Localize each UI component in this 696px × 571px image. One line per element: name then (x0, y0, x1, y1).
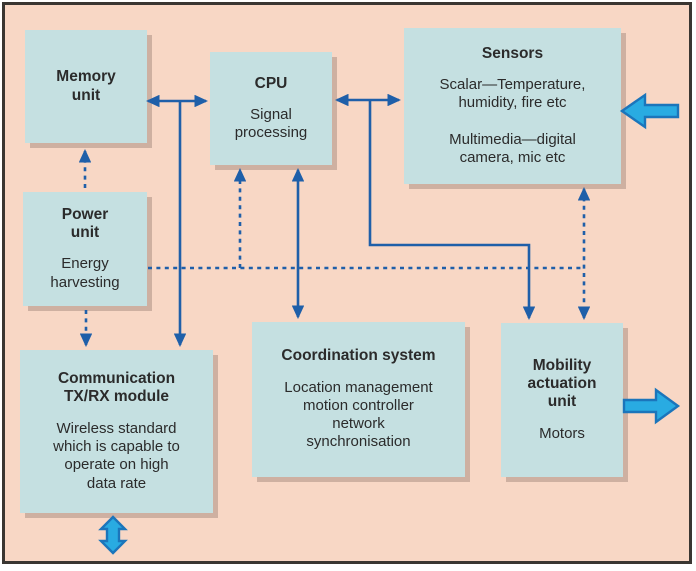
cpu-description: Signal processing (234, 105, 308, 142)
coordination-system-description: Location management motion controller ne… (284, 378, 433, 451)
cpu-title: CPU (254, 74, 288, 92)
memory-unit-box: Memory unit (25, 30, 147, 143)
coordination-system-box: Coordination system Location management … (252, 322, 465, 477)
sensors-description: Scalar—Temperature, humidity, fire etc M… (439, 75, 586, 167)
communication-module-description: Wireless standard which is capable to op… (53, 419, 180, 492)
power-unit-description: Energy harvesting (50, 255, 120, 291)
power-unit-box: Power unit Energy harvesting (23, 192, 147, 306)
mobility-actuation-unit-box: Mobility actuation unit Motors (501, 323, 623, 477)
memory-unit-title: Memory unit (56, 68, 116, 104)
mobility-actuation-unit-description: Motors (539, 424, 585, 442)
sensors-box: Sensors Scalar—Temperature, humidity, fi… (404, 28, 621, 184)
communication-module-title: Communication TX/RX module (57, 370, 176, 406)
power-unit-title: Power unit (61, 205, 109, 242)
communication-module-box: Communication TX/RX module Wireless stan… (20, 350, 213, 513)
mobility-actuation-unit-title: Mobility actuation unit (527, 356, 597, 411)
cpu-box: CPU Signal processing (210, 52, 332, 165)
coordination-system-title: Coordination system (281, 347, 436, 365)
sensors-title: Sensors (481, 44, 544, 62)
